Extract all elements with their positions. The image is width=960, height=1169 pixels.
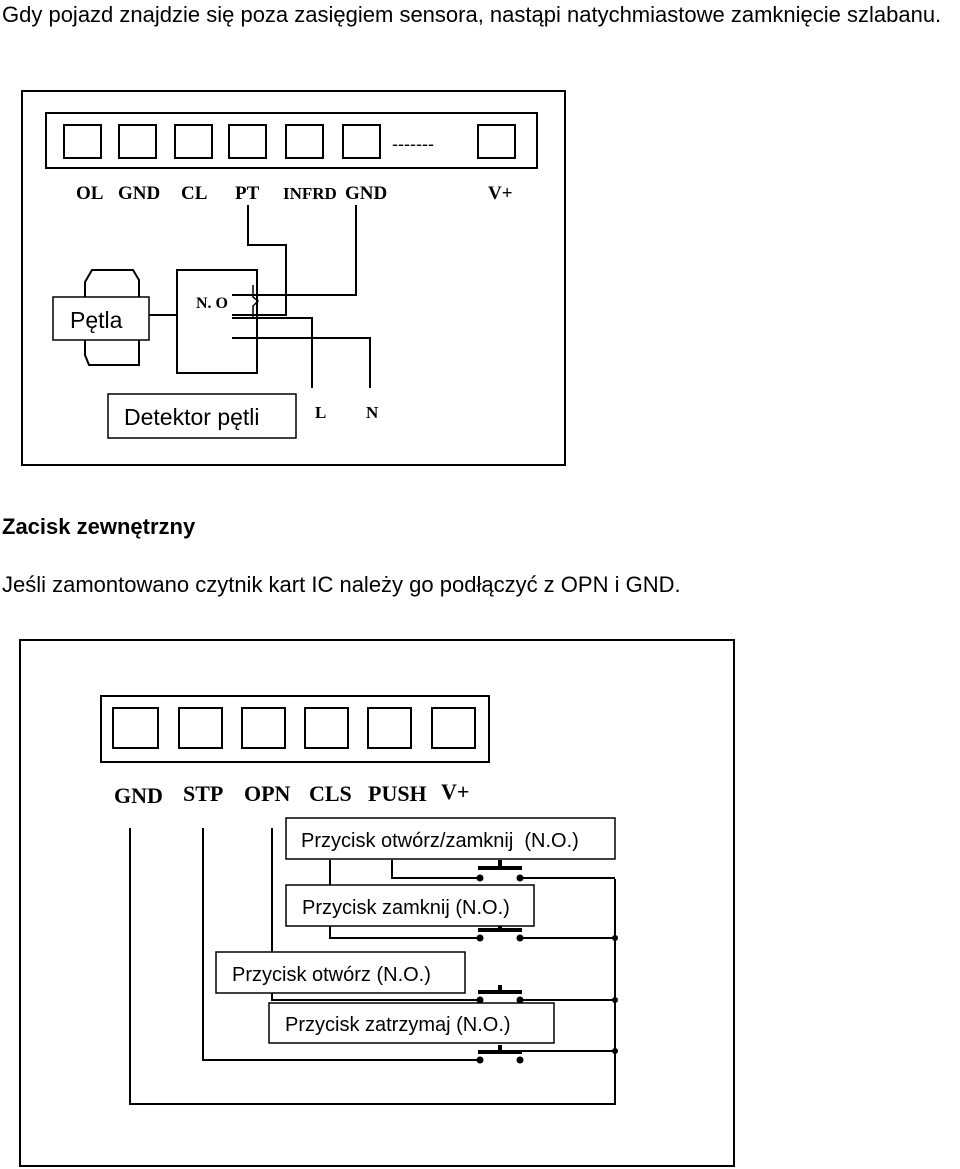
terminal-box bbox=[228, 124, 267, 159]
section-heading: Zacisk zewnętrzny bbox=[2, 514, 196, 539]
button-label-stop: Przycisk zatrzymaj (N.O.) bbox=[285, 1014, 511, 1036]
terminal-box bbox=[304, 707, 349, 749]
terminal-box bbox=[431, 707, 476, 749]
wire-pt bbox=[232, 205, 287, 316]
no-label: N. O bbox=[196, 295, 228, 312]
button-label-open-close: Przycisk otwórz/zamknij (N.O.) bbox=[301, 830, 579, 852]
diagram1-frame bbox=[21, 90, 566, 466]
push-button-symbol bbox=[476, 985, 524, 1004]
terminal-dashes: ------- bbox=[392, 134, 434, 154]
intro-paragraph: Gdy pojazd znajdzie się poza zasięgiem s… bbox=[2, 2, 942, 27]
detector-label-box bbox=[107, 393, 297, 439]
terminal-label-cls: CLS bbox=[309, 781, 352, 806]
loop-label-box bbox=[52, 296, 150, 341]
terminal-block-2 bbox=[100, 695, 490, 763]
button-label-box bbox=[285, 884, 535, 927]
push-button-symbol bbox=[476, 860, 524, 882]
wire-n bbox=[232, 337, 371, 388]
terminal-block-1 bbox=[45, 112, 538, 169]
n-label: N bbox=[366, 403, 379, 422]
button-label-box bbox=[268, 1002, 555, 1044]
section-paragraph: Jeśli zamontowano czytnik kart IC należy… bbox=[2, 572, 681, 597]
terminal-box bbox=[63, 124, 102, 159]
terminal-box bbox=[285, 124, 324, 159]
terminal-label-cl: CL bbox=[181, 183, 207, 204]
push-button-symbol bbox=[476, 924, 524, 942]
detector-contact bbox=[252, 285, 260, 318]
push-button-symbol bbox=[476, 1045, 524, 1064]
terminal-label-gnd2: GND bbox=[345, 183, 387, 204]
junction-dot bbox=[612, 935, 618, 941]
loop-label: Pętla bbox=[70, 307, 123, 333]
button-label-close: Przycisk zamknij (N.O.) bbox=[302, 897, 510, 919]
terminal-label-pt: PT bbox=[235, 183, 260, 204]
terminal-label-gnd: GND bbox=[114, 783, 163, 808]
terminal-box bbox=[112, 707, 159, 749]
terminal-box bbox=[118, 124, 157, 159]
wire-stp bbox=[202, 828, 478, 1061]
terminal-label-push: PUSH bbox=[368, 781, 427, 806]
l-label: L bbox=[315, 403, 326, 422]
terminal-box bbox=[367, 707, 412, 749]
diagram2-frame bbox=[19, 639, 735, 1167]
junction-dot bbox=[612, 997, 618, 1003]
terminal-label-gnd: GND bbox=[118, 183, 160, 204]
button-label-box bbox=[285, 817, 616, 860]
wire-gnd bbox=[232, 205, 357, 296]
button-label-box bbox=[215, 951, 466, 994]
loop-coil bbox=[84, 269, 140, 366]
terminal-box bbox=[178, 707, 223, 749]
wire-gnd-common bbox=[129, 828, 616, 1105]
terminal-label-vplus: V+ bbox=[488, 183, 513, 204]
detector-label: Detektor pętli bbox=[124, 404, 260, 430]
wire-push bbox=[391, 860, 478, 879]
button-label-open: Przycisk otwórz (N.O.) bbox=[232, 964, 431, 986]
wire-l bbox=[232, 317, 313, 388]
terminal-label-opn: OPN bbox=[244, 781, 291, 806]
terminal-box bbox=[174, 124, 213, 159]
terminal-box bbox=[342, 124, 381, 159]
wire-opn bbox=[271, 828, 478, 1001]
terminal-box bbox=[241, 707, 286, 749]
junction-dot bbox=[612, 1048, 618, 1054]
terminal-label-stp: STP bbox=[183, 781, 223, 806]
terminal-box bbox=[477, 124, 516, 159]
terminal-label-ol: OL bbox=[76, 183, 103, 204]
terminal-label-infrd: INFRD bbox=[283, 184, 337, 203]
terminal-label-vplus: V+ bbox=[441, 779, 469, 804]
detector-box bbox=[176, 269, 258, 374]
